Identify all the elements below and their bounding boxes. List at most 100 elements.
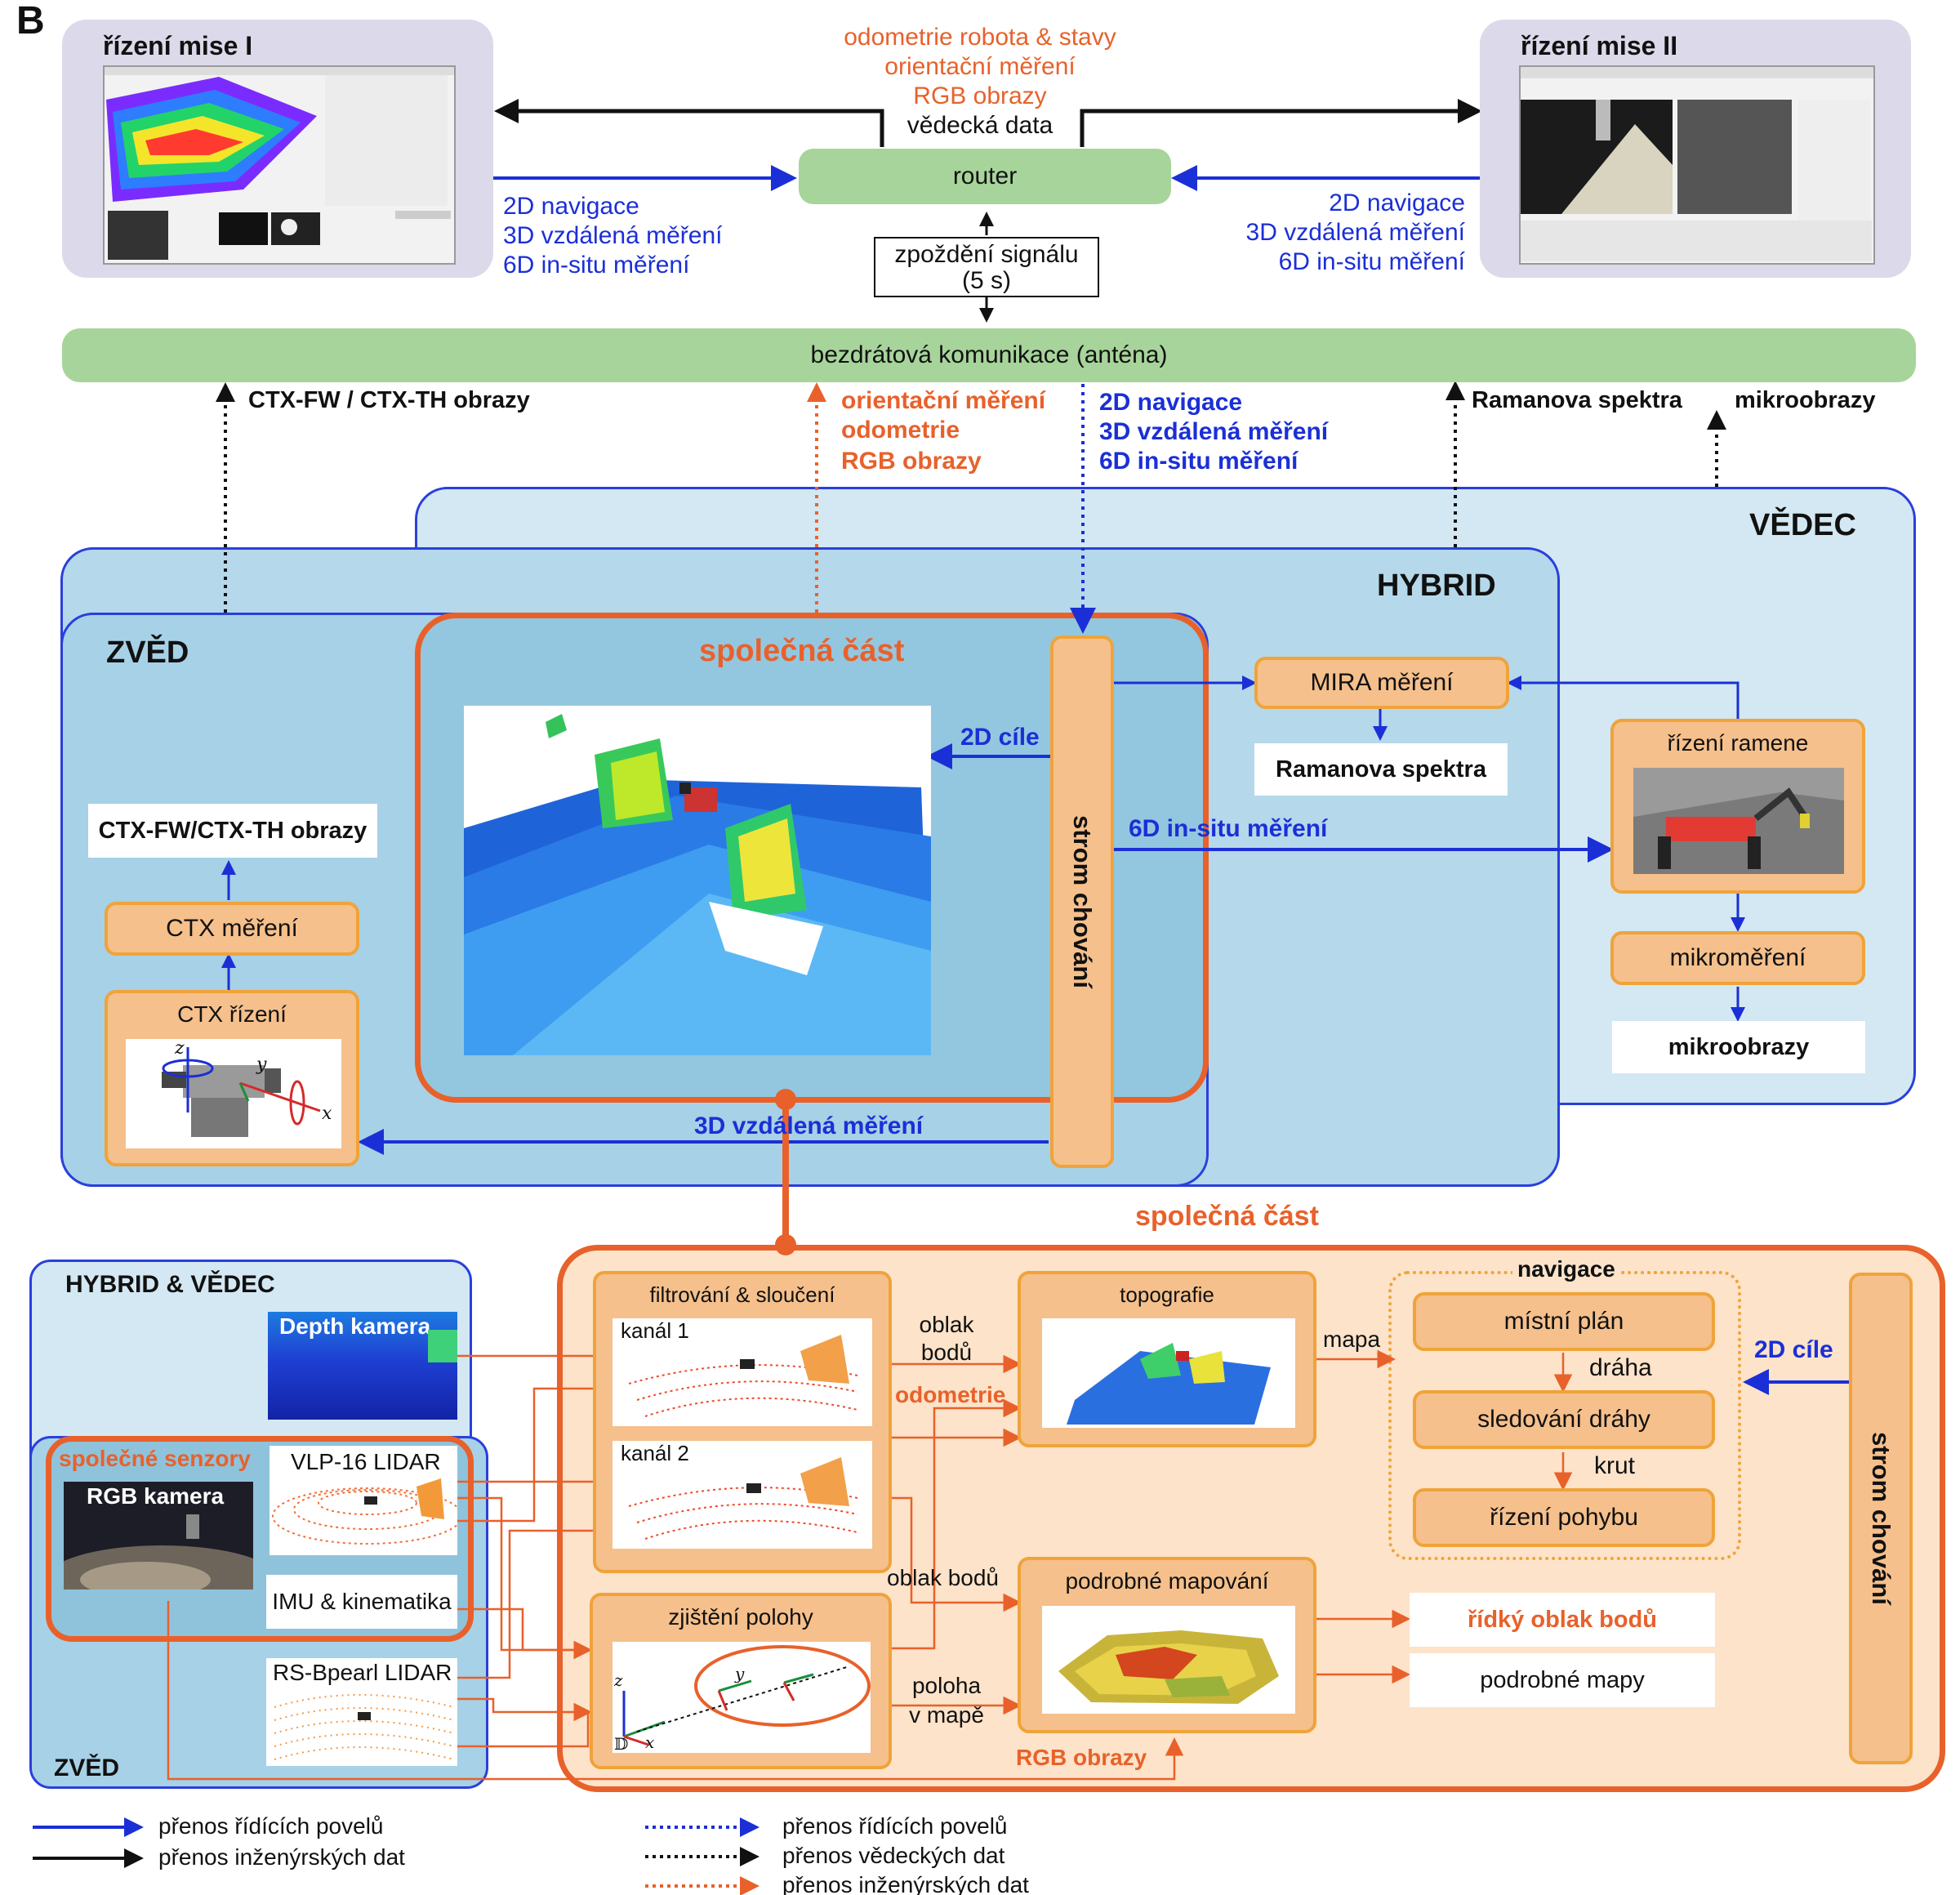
region-label-common-2: společná část: [1135, 1201, 1319, 1232]
micro-measure-node: mikroměření: [1610, 931, 1865, 985]
uplink-ctx-images: CTX-FW / CTX-TH obrazy: [248, 387, 530, 413]
ctx-axis-z: z: [174, 1039, 185, 1059]
micro-images-output: mikroobrazy: [1612, 1021, 1865, 1073]
legend-solid-black-label: přenos inženýrských dat: [158, 1844, 405, 1870]
goals-2d-lower-label: 2D cíle: [1754, 1336, 1833, 1363]
uplink-orientation: orientační měření: [841, 387, 1046, 414]
pose-axis-x: x: [645, 1732, 654, 1752]
top-label-rgb: RGB obrazy: [913, 82, 1047, 109]
top-label-odometry-states: odometrie robota & stavy: [844, 24, 1116, 51]
pose-axis-y: y: [734, 1664, 745, 1683]
uplink-6d-insitu: 6D in-situ měření: [1099, 448, 1298, 475]
legend-dotted-orange-label: přenos inženýrských dat: [782, 1872, 1029, 1895]
signal-delay-box: zpoždění signálu (5 s): [874, 237, 1099, 297]
cloud-points-label-3: oblak bodů: [887, 1565, 1000, 1590]
mission-control-2-screenshot: [1519, 65, 1875, 265]
uplink-rgb: RGB obrazy: [841, 448, 982, 475]
behavior-tree-lower: strom chování: [1849, 1273, 1913, 1764]
figure-label: B: [16, 0, 45, 42]
remote-3d-label: 3D vzdálená měření: [694, 1112, 924, 1139]
step-label: krut: [1594, 1452, 1636, 1479]
region-label-shared-sensors: společné senzory: [59, 1446, 251, 1471]
cmd-left-2d-nav: 2D navigace: [503, 193, 639, 220]
rgb-camera-image: RGB kamera: [64, 1482, 253, 1590]
sparse-cloud-output: řídký oblak bodů: [1410, 1593, 1715, 1647]
mission-control-2-title: řízení mise II: [1521, 31, 1678, 60]
vlp16-label: VLP-16 LIDAR: [291, 1449, 441, 1474]
legend-solid-blue-label: přenos řídících povelů: [158, 1813, 384, 1839]
topography-node: topografie: [1018, 1271, 1316, 1447]
detailed-mapping-label: podrobné mapování: [1065, 1568, 1269, 1594]
ctx-control-label: CTX řízení: [177, 1001, 287, 1027]
mission-control-1-panel: řízení mise I: [62, 20, 493, 278]
raman-spectra-output: Ramanova spektra: [1254, 743, 1508, 796]
region-label-hybrid: HYBRID: [1377, 568, 1496, 603]
channel2-image: kanál 2: [612, 1441, 872, 1549]
localization-node: zjištění polohy z y x 𝔻: [590, 1593, 892, 1769]
pose-label-2: v mapě: [909, 1702, 984, 1728]
arm-robot-image: [1633, 768, 1844, 874]
cmd-right-2d-nav: 2D navigace: [1329, 190, 1465, 216]
uplink-2d-nav: 2D navigace: [1099, 389, 1243, 416]
signal-delay-label: zpoždění signálu: [894, 241, 1079, 268]
rsbpearl-label: RS-Bpearl LIDAR: [273, 1660, 452, 1685]
topography-label: topografie: [1120, 1282, 1214, 1307]
localization-label: zjištění polohy: [668, 1604, 813, 1630]
detailed-mapping-node: podrobné mapování: [1018, 1557, 1316, 1733]
goals-2d-label: 2D cíle: [960, 724, 1040, 751]
local-plan-node: místní plán: [1413, 1292, 1715, 1351]
region-label-vedec: VĚDEC: [1749, 508, 1856, 542]
mira-measure-node: MIRA měření: [1254, 657, 1509, 709]
arm-control-label: řízení ramene: [1667, 730, 1809, 756]
vlp16-image: VLP-16 LIDAR: [270, 1446, 457, 1555]
rgb-images-label: RGB obrazy: [1016, 1745, 1147, 1770]
legend-dotted-blue-label: přenos řídících povelů: [782, 1813, 1008, 1839]
ctx-axis-x: x: [322, 1104, 332, 1124]
region-label-common: společná část: [699, 634, 905, 668]
cloud-points-label-1: oblak: [919, 1312, 974, 1337]
top-label-orientation: orientační měření: [884, 53, 1076, 80]
channel2-label: kanál 2: [621, 1441, 689, 1465]
cmd-left-3d-remote: 3D vzdálená měření: [503, 222, 723, 249]
router-node: router: [799, 149, 1171, 204]
region-label-zved-bottom: ZVĚD: [54, 1755, 120, 1781]
mission-control-1-title: řízení mise I: [103, 31, 253, 60]
uplink-odometry: odometrie: [841, 417, 960, 444]
motion-control-node: řízení pohybu: [1413, 1488, 1715, 1547]
behavior-tree-upper-label: strom chování: [1068, 815, 1097, 988]
behavior-tree-lower-label: strom chování: [1867, 1432, 1895, 1605]
cmd-left-6d-insitu: 6D in-situ měření: [503, 252, 690, 279]
path-label: dráha: [1589, 1354, 1652, 1381]
depth-camera-highlight: [428, 1330, 457, 1362]
detailed-maps-output: podrobné mapy: [1410, 1653, 1715, 1707]
odometry-label: odometrie: [895, 1382, 1006, 1407]
ctx-measure-node: CTX měření: [105, 902, 359, 956]
insitu-6d-label: 6D in-situ měření: [1129, 815, 1328, 842]
channel1-image: kanál 1: [612, 1318, 872, 1426]
region-label-hybrid-vedec: HYBRID & VĚDEC: [65, 1271, 275, 1298]
navigation-label: navigace: [1512, 1256, 1620, 1282]
depth-camera-image: Depth kamera: [268, 1312, 457, 1420]
top-label-science-data: vědecká data: [906, 112, 1054, 139]
ctx-control-node: CTX řízení z y x: [105, 990, 359, 1166]
wireless-antenna-bar: bezdrátová komunikace (anténa): [62, 328, 1916, 382]
rsbpearl-image: RS-Bpearl LIDAR: [266, 1658, 457, 1766]
ctx-gimbal-image: z y x: [126, 1039, 341, 1148]
pose-label-1: poloha: [911, 1673, 982, 1698]
pose-axis-d: 𝔻: [614, 1734, 628, 1753]
filter-merge-node: filtrování & sloučení kanál 1 kanál 2: [593, 1271, 892, 1573]
rgb-camera-label: RGB kamera: [87, 1483, 225, 1509]
cloud-points-label-2: bodů: [920, 1340, 973, 1365]
uplink-3d-remote: 3D vzdálená měření: [1099, 418, 1329, 445]
depth-camera-label: Depth kamera: [279, 1313, 431, 1339]
pose-graph-image: z y x 𝔻: [612, 1642, 871, 1753]
behavior-tree-upper: strom chování: [1050, 635, 1114, 1168]
camera-view-image: [1521, 67, 1873, 263]
path-tracking-node: sledování dráhy: [1413, 1390, 1715, 1449]
cmd-right-3d-remote: 3D vzdálená měření: [1245, 219, 1465, 246]
ctx-images-output: CTX-FW/CTX-TH obrazy: [88, 804, 377, 858]
map-label: mapa: [1323, 1326, 1381, 1352]
mission-control-1-screenshot: [103, 65, 456, 265]
